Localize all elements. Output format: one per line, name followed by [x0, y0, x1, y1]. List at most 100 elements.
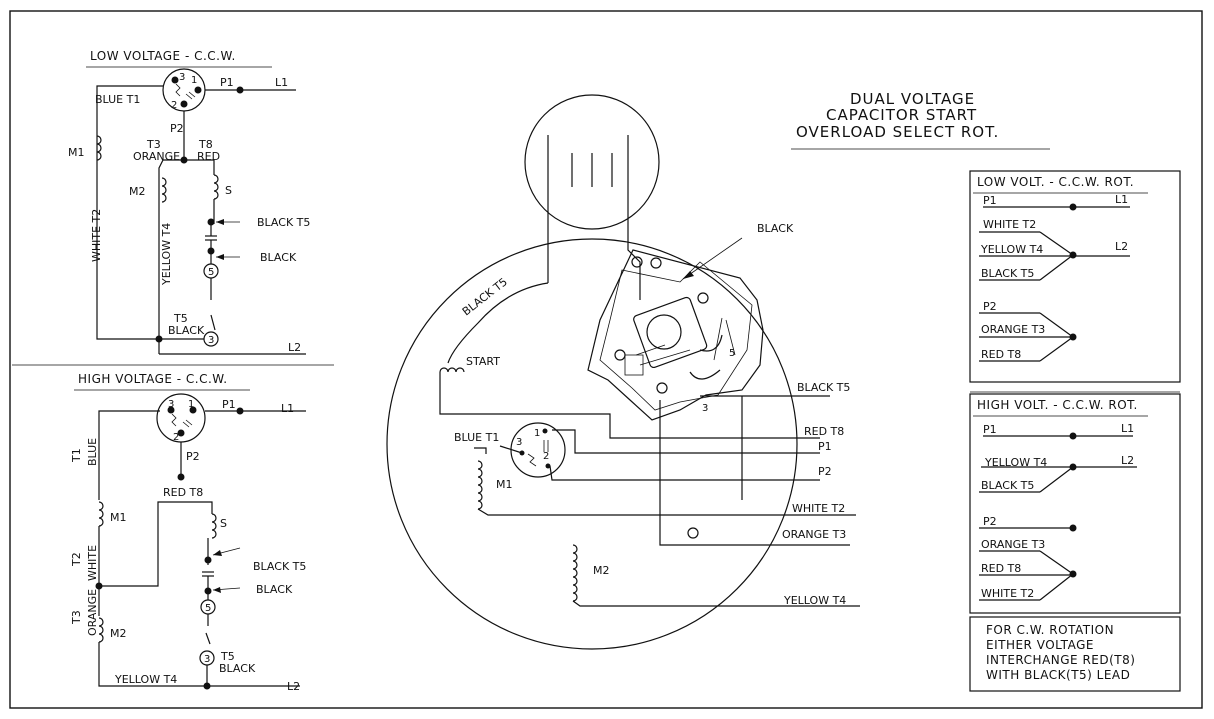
label-motor-start: START [466, 355, 500, 368]
label-high-rot-table-p1: P1 [983, 423, 997, 436]
label-motor-p1: P1 [818, 440, 832, 453]
label-low-voltage-red: RED [197, 150, 220, 163]
label-title-line1: DUAL VOLTAGE [850, 90, 975, 108]
label-low-rot-table-l1: L1 [1115, 193, 1128, 206]
label-low-rot-table-red-t8: RED T8 [981, 348, 1021, 361]
label-motor-term3b: 3 [516, 437, 522, 448]
label-note-line3: INTERCHANGE RED(T8) [986, 653, 1135, 667]
label-motor-p2: P2 [818, 465, 832, 478]
label-motor-term5: 5 [729, 348, 735, 359]
motor-end-view: 5 3 BLACK BLACK T5 START BLACK T5 RED T8… [386, 94, 860, 650]
label-low-voltage-orange: ORANGE [133, 150, 180, 163]
label-low-voltage-term1: 1 [191, 75, 197, 86]
label-low-voltage-term5: 5 [208, 267, 214, 278]
label-high-voltage-term2: 2 [173, 432, 179, 443]
label-low-voltage-black-t5: BLACK T5 [257, 216, 310, 229]
rotation-note: FOR C.W. ROTATION EITHER VOLTAGE INTERCH… [969, 616, 1181, 692]
high-volt-rotation-table: HIGH VOLT. - C.C.W. ROT. P1 L1 YELLOW T4… [969, 393, 1181, 614]
label-high-voltage-red-t8: RED T8 [163, 486, 203, 499]
label-high-voltage-l1: L1 [281, 402, 294, 415]
label-motor-term2: 2 [543, 451, 549, 462]
label-high-rot-table-orange-t3: ORANGE T3 [981, 538, 1045, 551]
label-note-line2: EITHER VOLTAGE [986, 638, 1094, 652]
drawing-border [9, 10, 1203, 709]
label-title-line2: CAPACITOR START [826, 106, 977, 124]
label-low-voltage-black: BLACK [168, 324, 205, 337]
label-high-rot-table-heading: HIGH VOLT. - C.C.W. ROT. [977, 398, 1138, 412]
label-low-voltage-m1: M1 [68, 146, 85, 159]
label-motor-black-t5-right: BLACK T5 [797, 381, 850, 394]
label-high-voltage-orange: ORANGE [86, 589, 99, 636]
label-low-voltage-yellow-t4: YELLOW T4 [160, 223, 173, 286]
label-motor-blue-t1: BLUE T1 [454, 431, 499, 444]
label-title-line3: OVERLOAD SELECT ROT. [796, 123, 999, 141]
label-low-voltage-term3: 3 [208, 335, 214, 346]
label-high-rot-table-red-t8: RED T8 [981, 562, 1021, 575]
label-low-rot-table-yellow-t4: YELLOW T4 [980, 243, 1043, 256]
label-high-voltage-white: WHITE [86, 545, 99, 581]
label-high-voltage-m2: M2 [110, 627, 127, 640]
label-high-voltage-l2: L2 [287, 680, 300, 693]
low-voltage-heading: LOW VOLTAGE - C.C.W. [90, 49, 236, 63]
label-low-voltage-p1: P1 [220, 76, 234, 89]
label-high-voltage-term3: 3 [204, 654, 210, 665]
label-high-voltage-yellow-t4: YELLOW T4 [114, 673, 177, 686]
label-note-line1: FOR C.W. ROTATION [986, 623, 1114, 637]
label-high-rot-table-white-t2: WHITE T2 [981, 587, 1034, 600]
label-high-voltage-term1: 1 [188, 399, 194, 410]
label-low-rot-table-white-t2: WHITE T2 [983, 218, 1036, 231]
label-high-voltage-p2: P2 [186, 450, 200, 463]
label-motor-yellow-t4: YELLOW T4 [783, 594, 846, 607]
low-volt-rotation-table: LOW VOLT. - C.C.W. ROT. P1 L1 WHITE T2 Y… [969, 170, 1181, 383]
label-motor-m1: M1 [496, 478, 513, 491]
label-low-voltage-s: S [225, 184, 232, 197]
label-high-rot-table-yellow-t4: YELLOW T4 [984, 456, 1047, 469]
label-low-voltage-black: BLACK [260, 251, 297, 264]
label-motor-term1: 1 [534, 428, 540, 439]
label-high-voltage-p1: P1 [222, 398, 236, 411]
label-motor-black: BLACK [757, 222, 794, 235]
high-voltage-heading: HIGH VOLTAGE - C.C.W. [78, 372, 228, 386]
label-high-voltage-s: S [220, 517, 227, 530]
label-low-voltage-m2: M2 [129, 185, 146, 198]
label-high-rot-table-black-t5: BLACK T5 [981, 479, 1034, 492]
label-motor-orange-t3: ORANGE T3 [782, 528, 846, 541]
label-low-rot-table-p2: P2 [983, 300, 997, 313]
high-voltage-schematic: HIGH VOLTAGE - C.C.W. 3 1 2 P1 L1 T1 BLU… [70, 372, 306, 693]
label-high-voltage-m1: M1 [110, 511, 127, 524]
label-motor-m2: M2 [593, 564, 610, 577]
label-high-voltage-t1: T1 [70, 448, 83, 463]
label-high-voltage-term5: 5 [205, 603, 211, 614]
label-high-voltage-t2: T2 [70, 552, 83, 567]
label-high-rot-table-p2: P2 [983, 515, 997, 528]
label-low-voltage-t5: T5 [173, 312, 188, 325]
label-low-voltage-t3: T3 [146, 138, 161, 151]
label-high-voltage-t3: T3 [70, 610, 83, 625]
label-motor-white-t2: WHITE T2 [792, 502, 845, 515]
label-note-line4: WITH BLACK(T5) LEAD [986, 668, 1130, 682]
label-high-voltage-blue: BLUE [86, 438, 99, 466]
diagram-title: DUAL VOLTAGE CAPACITOR START OVERLOAD SE… [791, 90, 1050, 150]
label-high-voltage-term3: 3 [168, 399, 174, 410]
label-low-rot-table-orange-t3: ORANGE T3 [981, 323, 1045, 336]
label-low-rot-table-black-t5: BLACK T5 [981, 267, 1034, 280]
label-low-voltage-term3: 3 [179, 72, 185, 83]
low-voltage-schematic: LOW VOLTAGE - C.C.W. 3 1 2 P1 L1 BLUE T1… [68, 49, 310, 355]
label-high-voltage-black: BLACK [219, 662, 256, 675]
label-low-voltage-l1: L1 [275, 76, 288, 89]
label-low-voltage-blue-t1: BLUE T1 [95, 93, 140, 106]
label-low-voltage-t8: T8 [198, 138, 213, 151]
label-high-voltage-black: BLACK [256, 583, 293, 596]
label-high-voltage-black-t5: BLACK T5 [253, 560, 306, 573]
label-motor-red-t8: RED T8 [804, 425, 844, 438]
label-low-voltage-p2: P2 [170, 122, 184, 135]
label-low-voltage-l2: L2 [288, 341, 301, 354]
label-low-rot-table-l2: L2 [1115, 240, 1128, 253]
label-motor-term3: 3 [702, 403, 708, 414]
label-low-voltage-white-t2: WHITE T2 [90, 209, 103, 262]
label-low-rot-table-p1: P1 [983, 194, 997, 207]
label-low-rot-table-heading: LOW VOLT. - C.C.W. ROT. [977, 175, 1134, 189]
label-high-voltage-t5: T5 [220, 650, 235, 663]
label-low-voltage-term2: 2 [171, 100, 177, 111]
